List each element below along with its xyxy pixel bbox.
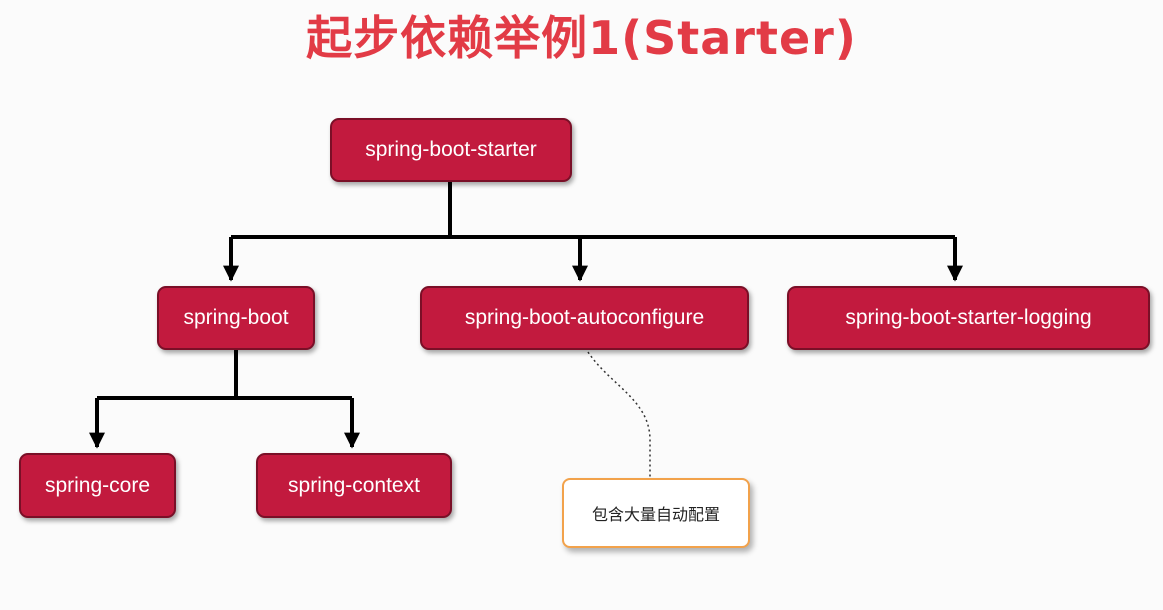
node-spring-core: spring-core bbox=[19, 453, 176, 518]
node-spring-boot-starter-logging: spring-boot-starter-logging bbox=[787, 286, 1150, 350]
node-label: spring-core bbox=[44, 473, 151, 497]
node-label: spring-boot bbox=[183, 306, 289, 329]
node-spring-context: spring-context bbox=[256, 453, 452, 518]
node-spring-boot-autoconfigure: spring-boot-autoconfigure bbox=[420, 286, 749, 350]
page-title: 起步依赖举例1(Starter) bbox=[306, 11, 857, 65]
note-text: 包含大量自动配置 bbox=[591, 505, 720, 524]
node-label: spring-boot-starter-logging bbox=[845, 306, 1092, 329]
node-spring-boot-starter: spring-boot-starter bbox=[330, 118, 572, 182]
node-label: spring-boot-autoconfigure bbox=[464, 306, 705, 329]
autoconfigure-note: 包含大量自动配置 bbox=[562, 478, 750, 548]
node-spring-boot: spring-boot bbox=[157, 286, 315, 350]
node-label: spring-context bbox=[288, 473, 420, 497]
note-dotted-connector bbox=[587, 351, 651, 478]
node-label: spring-boot-starter bbox=[365, 138, 537, 161]
